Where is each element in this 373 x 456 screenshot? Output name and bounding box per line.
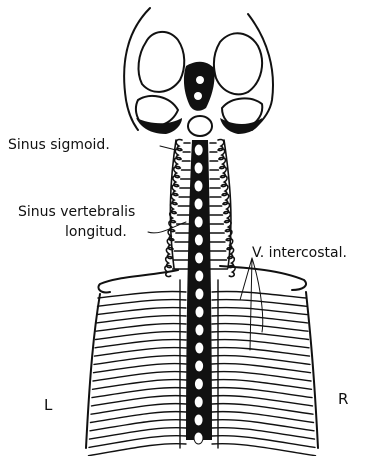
rib-right bbox=[212, 300, 307, 307]
right-shoulder bbox=[220, 266, 306, 290]
skull-left-lobe bbox=[139, 32, 185, 92]
label-sinus-vertebralis: Sinus vertebralis bbox=[18, 205, 135, 219]
rib-left bbox=[95, 340, 186, 348]
vertebral-bead bbox=[194, 198, 203, 210]
vertebral-beads bbox=[194, 144, 204, 444]
rib-right bbox=[212, 291, 306, 298]
rib-left bbox=[98, 300, 187, 307]
vertebral-bead bbox=[194, 378, 203, 390]
rib-right bbox=[212, 308, 307, 315]
vertebral-bead bbox=[195, 270, 204, 282]
vertebral-bead bbox=[194, 414, 203, 426]
leader-intercostal-2 bbox=[250, 258, 252, 350]
vertebral-bead bbox=[195, 324, 204, 336]
vertebral-bead bbox=[194, 162, 203, 174]
rib-left bbox=[95, 348, 187, 357]
skull-right-lobe bbox=[214, 33, 262, 94]
rib-left bbox=[91, 404, 186, 415]
label-right-side: R bbox=[338, 392, 348, 407]
vertebral-bead bbox=[194, 396, 203, 408]
rib-left bbox=[90, 428, 187, 439]
leader-intercostal-1 bbox=[240, 258, 252, 300]
vertebral-bead bbox=[194, 180, 203, 192]
left-rib-cage-outline bbox=[86, 294, 100, 448]
rib-right bbox=[212, 324, 308, 332]
rib-left bbox=[97, 308, 186, 315]
rib-right bbox=[212, 412, 314, 423]
vertebral-bead bbox=[194, 432, 203, 444]
vertebral-bead bbox=[195, 342, 204, 354]
rib-left bbox=[98, 291, 186, 298]
vertebral-bead bbox=[195, 288, 204, 300]
vertebral-bead bbox=[194, 144, 203, 156]
leader-sinus-sigmoid bbox=[160, 146, 176, 150]
rib-left bbox=[97, 316, 187, 323]
left-sigmoid-sinus bbox=[136, 118, 182, 134]
rib-left bbox=[91, 412, 187, 423]
right-rib-cage-outline bbox=[306, 292, 318, 448]
rib-right bbox=[212, 340, 309, 348]
rib-right bbox=[212, 420, 314, 431]
rib-right bbox=[212, 348, 310, 357]
label-sinus-vertebralis-longitud: longitud. bbox=[65, 225, 127, 239]
vertebral-bead bbox=[195, 306, 204, 318]
label-sinus-sigmoid: Sinus sigmoid. bbox=[8, 138, 110, 152]
label-v-intercostal: V. intercostal. bbox=[252, 246, 347, 260]
vertebral-bead bbox=[194, 234, 203, 246]
rib-left bbox=[96, 332, 187, 340]
rib-right bbox=[212, 428, 315, 439]
vertebral-bead bbox=[195, 360, 204, 372]
rib-right bbox=[212, 316, 308, 323]
rib-right bbox=[212, 404, 313, 415]
confluence-sinus bbox=[184, 62, 215, 111]
label-left-side: L bbox=[44, 398, 52, 413]
vertebral-bead bbox=[195, 252, 204, 264]
rib-right bbox=[212, 332, 309, 340]
rib-left bbox=[96, 324, 186, 332]
vertebral-bead bbox=[194, 216, 203, 228]
rib-left bbox=[90, 420, 186, 431]
